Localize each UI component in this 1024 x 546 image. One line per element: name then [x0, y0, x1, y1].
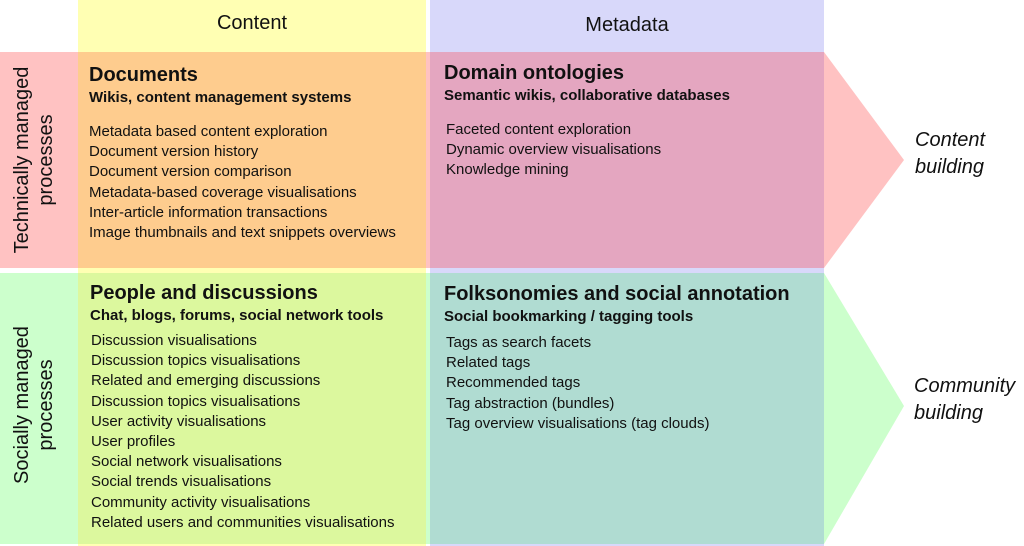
- list-item: Recommended tags: [446, 374, 581, 392]
- outcome-community-line2: building: [914, 402, 983, 424]
- people-cell-bg: [78, 273, 426, 544]
- outcome-community-building: Community building: [914, 373, 1015, 427]
- outcome-community-line1: Community: [914, 375, 1016, 397]
- documents-cell: Documents Wikis, content management syst…: [89, 63, 396, 243]
- documents-title: Documents: [89, 64, 198, 86]
- folksonomies-subtitle: Social bookmarking / tagging tools: [444, 308, 694, 325]
- ontologies-cell: Domain ontologies Semantic wikis, collab…: [444, 61, 730, 181]
- list-item: Discussion visualisations: [91, 332, 257, 349]
- documents-list: Metadata based content exploration Docum…: [89, 122, 396, 243]
- row-label-technical-line1: Technically managed: [11, 66, 33, 254]
- documents-cell-bg: [78, 52, 426, 268]
- outcome-content-line1: Content: [915, 129, 986, 151]
- folksonomies-cell: Folksonomies and social annotation Socia…: [444, 282, 790, 434]
- column-header-content: Content: [216, 12, 288, 34]
- list-item: Document version history: [89, 143, 259, 161]
- list-item: Inter-article information transactions: [89, 203, 328, 221]
- row-label-social: Socially managed processes: [10, 305, 58, 505]
- row-label-social-line1: Socially managed: [11, 326, 33, 484]
- list-item: Discussion topics visualisations: [91, 352, 301, 370]
- outcome-content-line2: building: [915, 156, 984, 178]
- people-cell: People and discussions Chat, blogs, foru…: [90, 281, 394, 533]
- column-header-metadata: Metadata: [585, 14, 669, 36]
- list-item: Tags as search facets: [446, 334, 592, 351]
- list-item: Knowledge mining: [446, 161, 569, 179]
- ontologies-subtitle: Semantic wikis, collaborative databases: [444, 87, 730, 104]
- list-item: User profiles: [91, 433, 176, 451]
- list-item: Social network visualisations: [91, 453, 282, 471]
- list-item: Document version comparison: [89, 163, 292, 181]
- list-item: Community activity visualisations: [91, 493, 311, 511]
- ontologies-cell-bg: [430, 52, 824, 268]
- list-item: Related users and communities visualisat…: [91, 513, 395, 531]
- people-subtitle: Chat, blogs, forums, social network tool…: [90, 307, 384, 324]
- folksonomies-cell-bg: [430, 273, 824, 544]
- ontologies-list: Faceted content exploration Dynamic over…: [446, 120, 730, 181]
- list-item: Tag overview visualisations (tag clouds): [446, 414, 710, 432]
- list-item: Related tags: [446, 354, 531, 372]
- list-item: Metadata based content exploration: [89, 123, 328, 140]
- list-item: Image thumbnails and text snippets overv…: [89, 224, 396, 242]
- list-item: User activity visualisations: [91, 412, 267, 430]
- documents-subtitle: Wikis, content management systems: [89, 89, 352, 106]
- list-item: Tag abstraction (bundles): [446, 394, 615, 412]
- list-item: Discussion topics visualisations: [91, 392, 301, 410]
- list-item: Related and emerging discussions: [91, 372, 321, 390]
- people-title: People and discussions: [90, 282, 318, 304]
- row-label-social-line2: processes: [35, 359, 57, 451]
- list-item: Dynamic overview visualisations: [446, 141, 662, 159]
- outcome-content-building: Content building: [915, 127, 985, 181]
- row-label-technical-line2: processes: [35, 114, 57, 206]
- row-label-technical: Technically managed processes: [10, 60, 58, 260]
- people-list: Discussion visualisations Discussion top…: [91, 331, 394, 533]
- list-item: Metadata-based coverage visualisations: [89, 183, 357, 201]
- list-item: Faceted content exploration: [446, 121, 632, 138]
- list-item: Social trends visualisations: [91, 473, 272, 491]
- folksonomies-title: Folksonomies and social annotation: [444, 283, 790, 305]
- folksonomies-list: Tags as search facets Related tags Recom…: [446, 333, 790, 434]
- ontologies-title: Domain ontologies: [444, 62, 624, 84]
